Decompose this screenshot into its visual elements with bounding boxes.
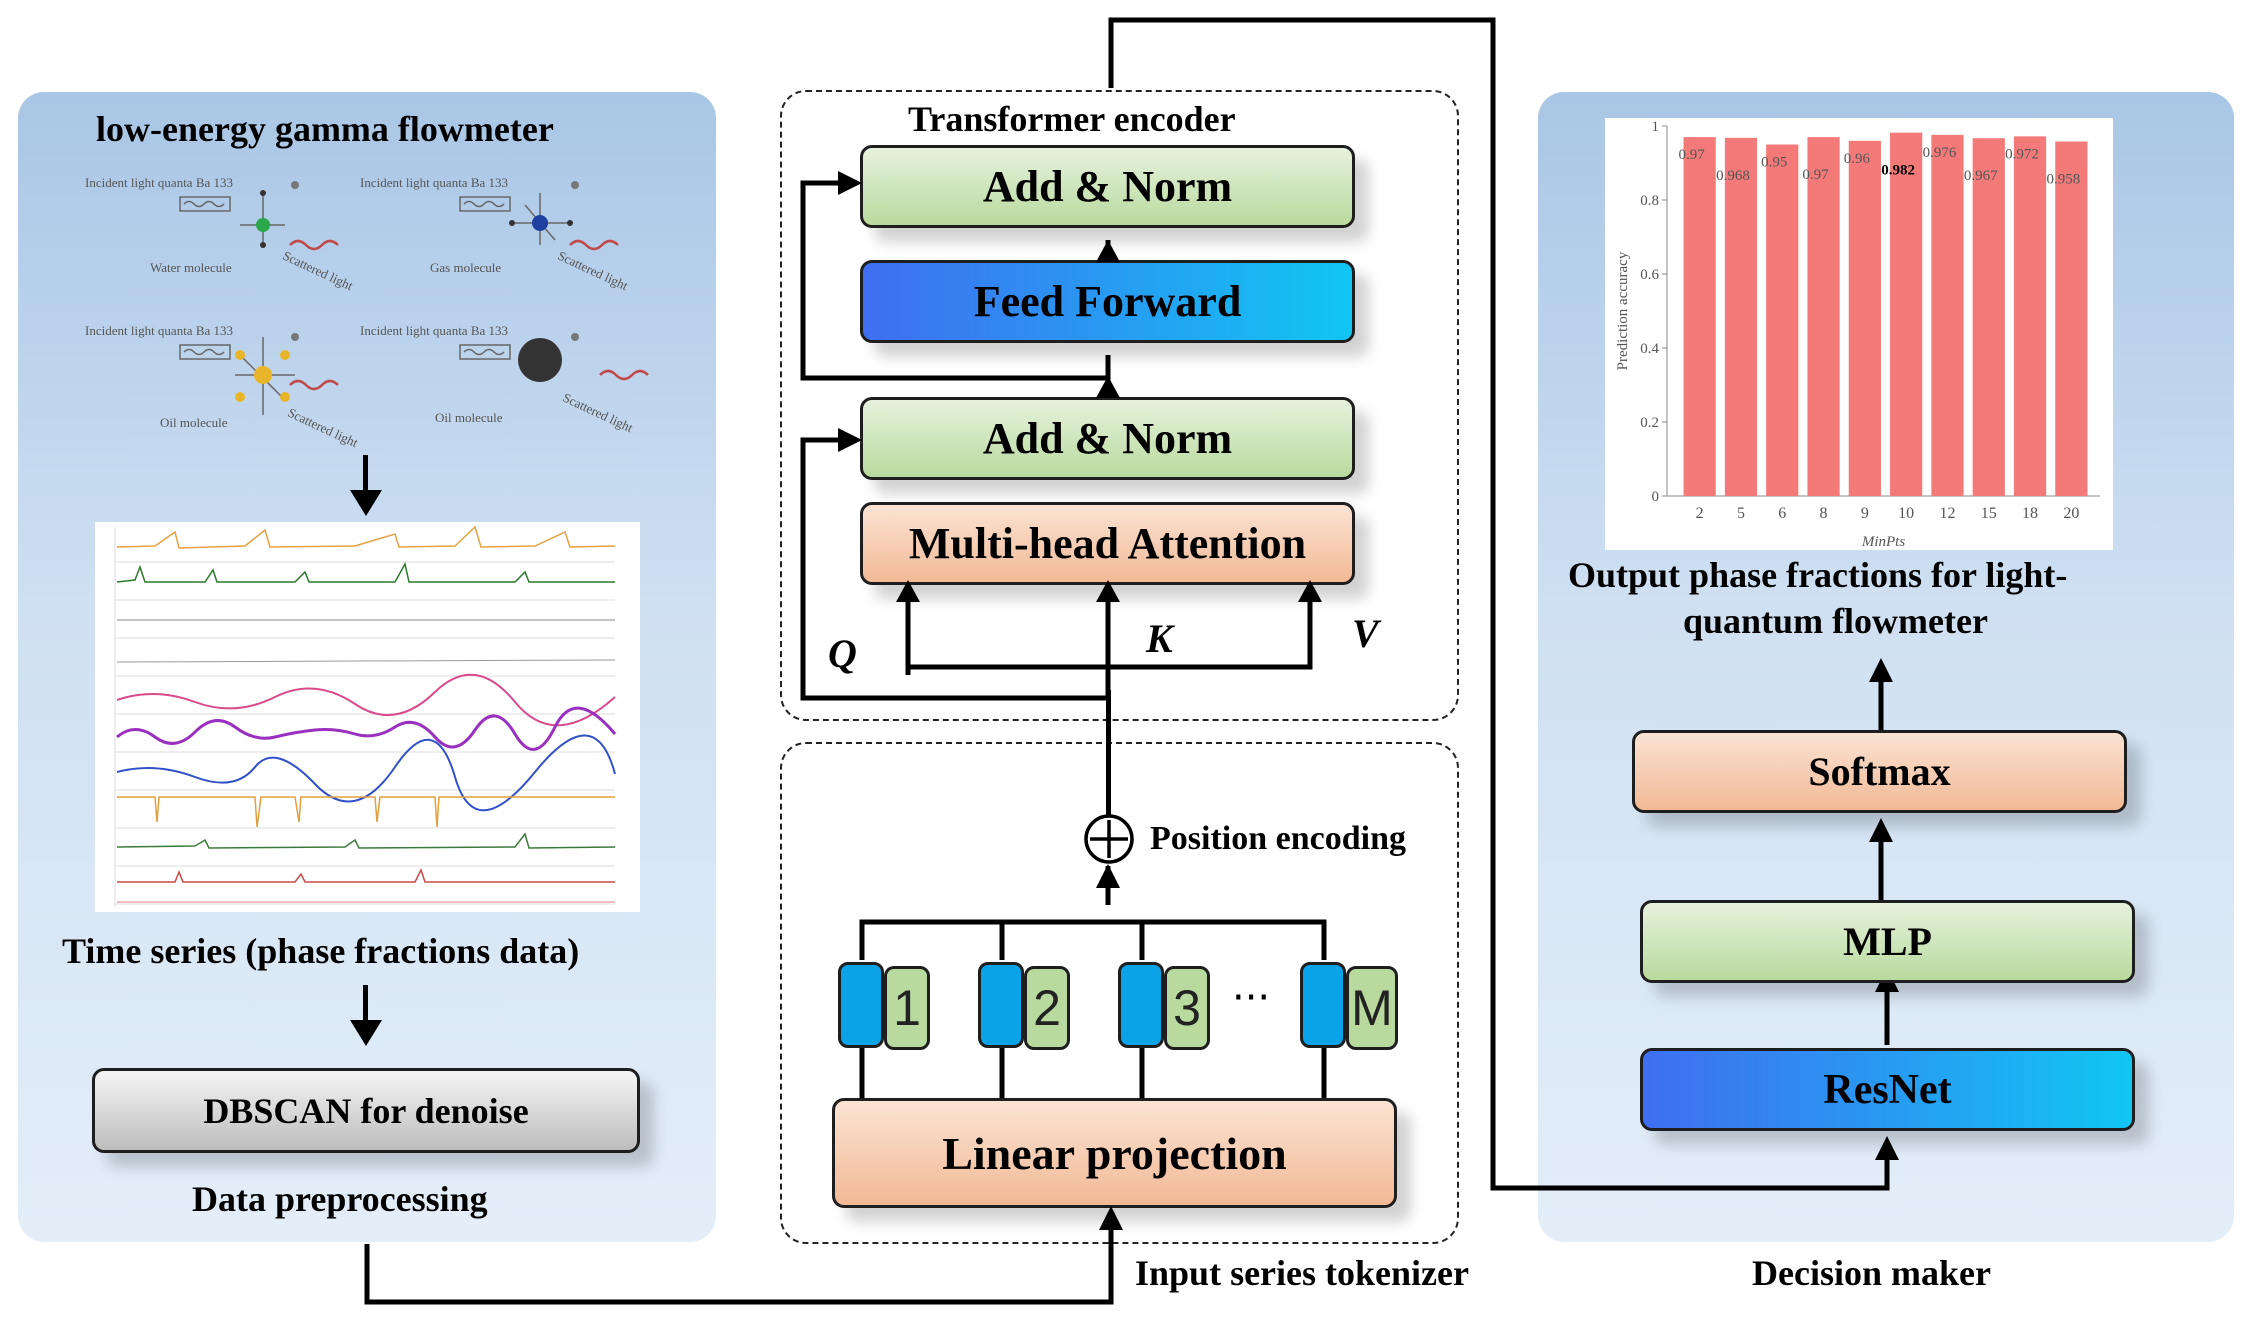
water-caption: Water molecule [150, 260, 232, 275]
token-embedding-m [1300, 962, 1346, 1048]
incident-caption-4: Incident light quanta Ba 133 [360, 323, 509, 338]
chart-bar [1972, 138, 2005, 496]
chart-bar [1890, 132, 1923, 496]
plus-circle-icon [1084, 814, 1134, 864]
chart-data-label: 0.97 [1679, 147, 1706, 163]
arrow-head-1 [350, 490, 382, 516]
chart-bar [2013, 136, 2047, 497]
chart-bar [1848, 140, 1881, 497]
chart-x-axis-label: MinPts [1861, 534, 1905, 550]
chart-data-label: 0.968 [1716, 168, 1750, 184]
mlp-box: MLP [1640, 900, 2135, 983]
add-norm-top-box: Add & Norm [860, 145, 1355, 228]
chart-data-label: 0.95 [1761, 155, 1787, 171]
token-embedding-1 [838, 962, 884, 1048]
chart-x-tick-label: 6 [1778, 505, 1786, 522]
time-series-label: Time series (phase fractions data) [62, 931, 580, 971]
chart-x-tick-label: 18 [2022, 505, 2038, 522]
token-embedding-2 [978, 962, 1024, 1048]
resnet-box: ResNet [1640, 1048, 2135, 1131]
chart-y-tick-label: 0.4 [1640, 341, 1659, 357]
chart-y-axis-label: Prediction accuracy [1615, 251, 1631, 370]
chart-bar [1724, 137, 1758, 496]
preprocessing-label: Data preprocessing [192, 1179, 488, 1219]
oil-caption-2: Oil molecule [435, 410, 503, 425]
output-label-line1: Output phase fractions for light- [1568, 555, 2068, 595]
token-index-3: 3 [1164, 966, 1210, 1050]
oil-caption-1: Oil molecule [160, 415, 228, 430]
softmax-box: Softmax [1632, 730, 2127, 813]
incident-caption-3: Incident light quanta Ba 133 [85, 323, 234, 338]
chart-y-tick-label: 1 [1652, 119, 1660, 135]
chart-x-tick-label: 15 [1981, 505, 1997, 522]
chart-bar [1807, 137, 1840, 496]
arrow-head-2 [350, 1020, 382, 1046]
chart-data-label: 0.982 [1881, 163, 1915, 179]
tokenizer-label: Input series tokenizer [1135, 1253, 1469, 1293]
encoder-connections [800, 171, 1322, 701]
chart-y-tick-label: 0 [1652, 489, 1660, 505]
output-label-line2: quantum flowmeter [1683, 601, 1988, 641]
linear-projection-box: Linear projection [832, 1098, 1397, 1208]
attention-box: Multi-head Attention [860, 502, 1355, 585]
chart-bar [2055, 141, 2088, 496]
tokenizer-dashed-box [780, 742, 1459, 1244]
chart-bar [1766, 144, 1799, 496]
chart-data-label: 0.972 [2005, 146, 2039, 162]
token-index-2: 2 [1024, 966, 1070, 1050]
chart-data-label: 0.967 [1964, 168, 1998, 184]
chart-bar [1931, 134, 1964, 496]
gas-caption: Gas molecule [430, 260, 502, 275]
time-series-image [95, 522, 640, 912]
q-label: Q [828, 631, 857, 676]
chart-data-label: 0.958 [2046, 172, 2080, 188]
v-label: V [1352, 611, 1379, 656]
add-norm-bottom-box: Add & Norm [860, 397, 1355, 480]
incident-caption-2: Incident light quanta Ba 133 [360, 175, 509, 190]
chart-y-tick-label: 0.8 [1640, 193, 1659, 209]
token-connections [859, 864, 1327, 1100]
chart-x-tick-label: 8 [1820, 505, 1828, 522]
molecule-illustration: Incident light quanta Ba 133 Incident li… [80, 165, 680, 450]
chart-x-tick-label: 10 [1898, 505, 1914, 522]
token-embedding-3 [1118, 962, 1164, 1048]
chart-x-tick-label: 9 [1861, 505, 1869, 522]
chart-data-label: 0.97 [1802, 167, 1829, 183]
token-index-m: M [1346, 966, 1398, 1050]
token-index-1: 1 [884, 966, 930, 1050]
chart-data-label: 0.96 [1844, 151, 1871, 167]
chart-x-tick-label: 20 [2063, 505, 2079, 522]
arrow-shaft-1 [363, 455, 368, 495]
flowmeter-title: low-energy gamma flowmeter [96, 109, 554, 149]
token-ellipsis: ··· [1232, 975, 1271, 1021]
chart-y-tick-label: 0.2 [1640, 415, 1659, 431]
chart-x-tick-label: 2 [1696, 505, 1704, 522]
encoder-title: Transformer encoder [908, 99, 1236, 139]
chart-x-tick-label: 5 [1737, 505, 1745, 522]
chart-data-label: 0.976 [1923, 145, 1957, 161]
decision-label: Decision maker [1752, 1253, 1991, 1293]
dbscan-box: DBSCAN for denoise [92, 1068, 640, 1153]
chart-x-tick-label: 12 [1939, 505, 1955, 522]
chart-y-tick-label: 0.6 [1640, 267, 1659, 283]
feed-forward-box: Feed Forward [860, 260, 1355, 343]
main-vertical-line [1106, 690, 1111, 818]
arrow-shaft-2 [363, 985, 368, 1025]
incident-caption-1: Incident light quanta Ba 133 [85, 175, 234, 190]
encoder-dashed-box [780, 90, 1459, 721]
chart-bar [1683, 137, 1716, 496]
k-label: K [1146, 616, 1173, 661]
position-encoding-label: Position encoding [1150, 820, 1406, 857]
